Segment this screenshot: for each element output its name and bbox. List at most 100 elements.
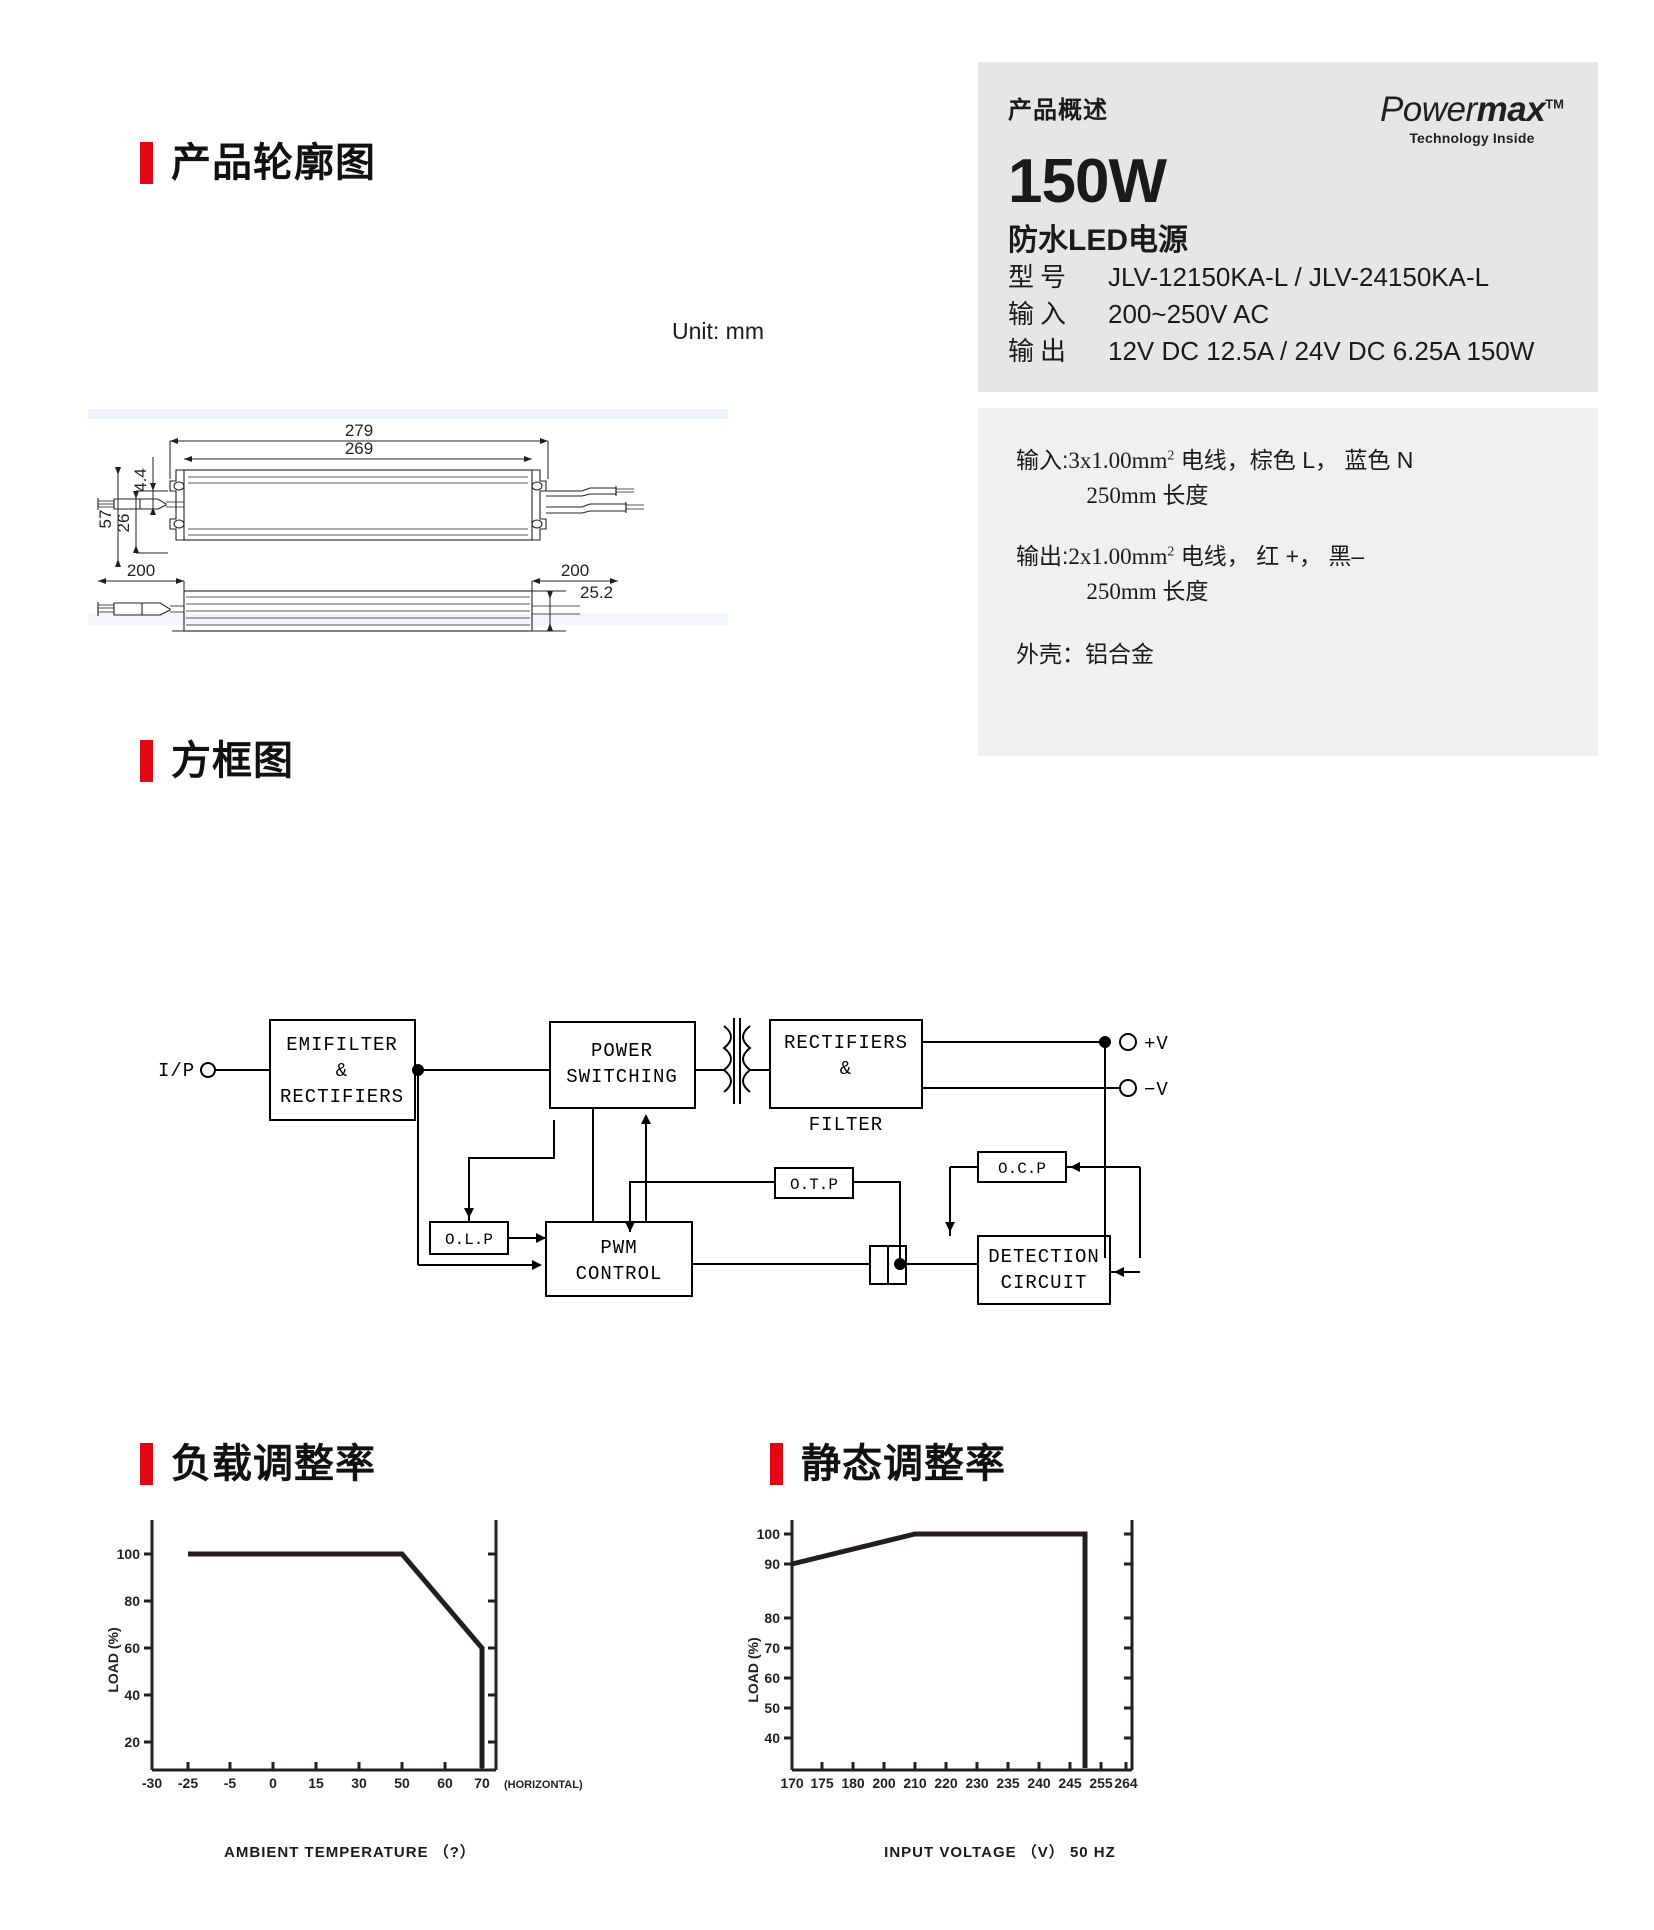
chart-right-ytick-80: 80 (764, 1610, 780, 1626)
chart-left-xtick-2: -5 (224, 1775, 237, 1791)
chart-right-svg: LOAD (%) 40 50 60 70 80 90 100 (745, 1520, 1138, 1791)
chart-line-regulation: LOAD (%) 40 50 60 70 80 90 100 (740, 1520, 1260, 1862)
chart-left-xtick-5: 30 (351, 1775, 367, 1791)
drawing-bg-band (88, 409, 728, 419)
detail-output-key: 输出: (1016, 543, 1069, 569)
chart-right-xtick-11: 264 (1114, 1775, 1138, 1791)
pwm-line-1: PWM (600, 1237, 637, 1259)
chart-right-xtick-2: 180 (841, 1775, 865, 1791)
spec-row-output: 输出 12V DC 12.5A / 24V DC 6.25A 150W (1008, 333, 1568, 370)
chart-left-derating-curve (188, 1551, 485, 1768)
chart-left-xtick-6: 50 (394, 1775, 410, 1791)
red-accent-bar (770, 1443, 783, 1485)
rect-line-1: RECTIFIERS (784, 1032, 908, 1054)
otp-label: O.T.P (790, 1176, 838, 1194)
section-title-block-diagram: 方框图 (171, 739, 294, 783)
chart-right-ytick-60: 60 (764, 1670, 780, 1686)
trademark-icon: TM (1545, 96, 1564, 112)
chart-left-ytick-60: 60 (124, 1640, 140, 1656)
detail-input: 输入: 3x1.00mm2 电线，棕色 L， 蓝色 N 250mm 长度 (1016, 443, 1568, 513)
detail-output-sup: 2 (1167, 544, 1175, 560)
logo-wordmark: PowermaxTM (1380, 92, 1564, 127)
block-detection-circuit (977, 1235, 1111, 1305)
wire-detail-panel: 输入: 3x1.00mm2 电线，棕色 L， 蓝色 N 250mm 长度 输出:… (978, 408, 1598, 756)
detail-output-body: 2x1.00mm2 电线， 红 +， 黑– 250mm 长度 (1068, 539, 1568, 609)
chart-left-ylabel: LOAD (%) (105, 1627, 121, 1692)
block-pwm-control (545, 1221, 693, 1297)
filter-caption: FILTER (809, 1114, 883, 1136)
dim-height-body: 26 (114, 514, 133, 533)
chart-right-ylabel: LOAD (%) (745, 1637, 761, 1702)
section-heading-load-regulation: 负载调整率 (140, 1443, 376, 1485)
detail-input-key: 输入: (1016, 447, 1069, 473)
chart-load-regulation: LOAD (%) 20 40 60 80 100 -30 -25 -5 0 15… (100, 1520, 600, 1862)
product-subtitle: 防水LED电源 (1008, 224, 1188, 258)
chart-right-ytick-50: 50 (764, 1700, 780, 1716)
chart-left-xtick-1: -25 (178, 1775, 198, 1791)
block-diagram-svg: I/P EMIFILTER & RECTIFIERS POWER SWITCHI… (158, 1018, 1169, 1305)
logo-text-light: Power (1379, 90, 1477, 129)
opto-junction-dot (894, 1258, 906, 1270)
chart-right-xtick-3: 200 (872, 1775, 896, 1791)
dim-wire-left: 200 (127, 561, 155, 580)
output-negative-label: −V (1144, 1079, 1169, 1101)
chart-left-xtick-7: 60 (437, 1775, 453, 1791)
chart-left-xlabel: AMBIENT TEMPERATURE （?） (224, 1844, 476, 1861)
detail-output-spec: 2x1.00mm (1068, 544, 1168, 569)
chart-left-xtick-0: -30 (142, 1775, 162, 1791)
olp-label: O.L.P (445, 1231, 493, 1249)
detail-case: 外壳：铝合金 (1016, 641, 1154, 667)
chart-left-xtick-4: 15 (308, 1775, 324, 1791)
section-heading-block-diagram: 方框图 (140, 740, 294, 782)
detail-input-line2: 250mm 长度 (1086, 482, 1209, 508)
ps-line-2: SWITCHING (566, 1066, 678, 1088)
spec-row-input: 输入 200~250V AC (1008, 296, 1568, 333)
block-rectifiers (769, 1019, 923, 1109)
emi-line-3: RECTIFIERS (280, 1086, 404, 1108)
mechanical-drawing: 279 269 4.4 26 57 200 200 (80, 395, 740, 670)
chart-right-xtick-7: 235 (996, 1775, 1020, 1791)
section-title-line-regulation: 静态调整率 (801, 1442, 1006, 1486)
det-line-1: DETECTION (988, 1246, 1100, 1268)
dim-wire-right: 200 (561, 561, 589, 580)
detail-input-spec: 3x1.00mm (1068, 448, 1168, 473)
dim-length-body: 269 (345, 439, 373, 458)
spec-key-output: 输出 (1008, 336, 1073, 367)
red-accent-bar (140, 142, 153, 184)
chart-right-ytick-100: 100 (757, 1526, 781, 1542)
overview-label: 产品概述 (1008, 97, 1108, 124)
dim-length-overall: 279 (345, 421, 373, 440)
ocp-label: O.C.P (998, 1160, 1046, 1178)
dim-flange-thickness: 4.4 (131, 468, 150, 492)
powermax-logo: PowermaxTM Technology Inside (1380, 92, 1568, 146)
spec-value-model: JLV-12150KA-L / JLV-24150KA-L (1108, 262, 1490, 293)
chart-right-xlabel: INPUT VOLTAGE （V） 50 HZ (884, 1844, 1116, 1861)
chart-left-ytick-20: 20 (124, 1734, 140, 1750)
chart-left-ytick-80: 80 (124, 1593, 140, 1609)
chart-right-xtick-4: 210 (903, 1775, 927, 1791)
chart-right-xtick-1: 175 (810, 1775, 834, 1791)
chart-left-corner-note: (HORIZONTAL) (504, 1779, 583, 1791)
product-overview-panel: 产品概述 PowermaxTM Technology Inside 150W 防… (978, 62, 1598, 392)
unit-label: Unit: mm (672, 318, 764, 344)
red-accent-bar (140, 740, 153, 782)
chart-left-ytick-100: 100 (117, 1546, 141, 1562)
drawing-svg: 279 269 4.4 26 57 200 200 (88, 409, 728, 632)
chart-left-xtick-3: 0 (269, 1775, 277, 1791)
rect-line-2: & (840, 1058, 852, 1080)
chart-right-xtick-6: 230 (965, 1775, 989, 1791)
chart-right-xtick-10: 255 (1089, 1775, 1113, 1791)
detail-output-rest: 电线， 红 +， 黑– (1174, 543, 1365, 569)
chart-right-xtick-9: 245 (1058, 1775, 1082, 1791)
chart-left-xtick-8: 70 (474, 1775, 490, 1791)
detail-input-rest: 电线，棕色 L， 蓝色 N (1174, 447, 1414, 473)
emi-line-2: & (336, 1060, 348, 1082)
dim-height-overall: 57 (96, 510, 115, 529)
section-title-load-regulation: 负载调整率 (171, 1442, 376, 1486)
emi-line-1: EMIFILTER (286, 1034, 398, 1056)
input-terminal-label: I/P (158, 1060, 195, 1082)
chart-left-ytick-40: 40 (124, 1687, 140, 1703)
section-heading-line-regulation: 静态调整率 (770, 1443, 1006, 1485)
ps-line-1: POWER (591, 1040, 653, 1062)
red-accent-bar (140, 1443, 153, 1485)
